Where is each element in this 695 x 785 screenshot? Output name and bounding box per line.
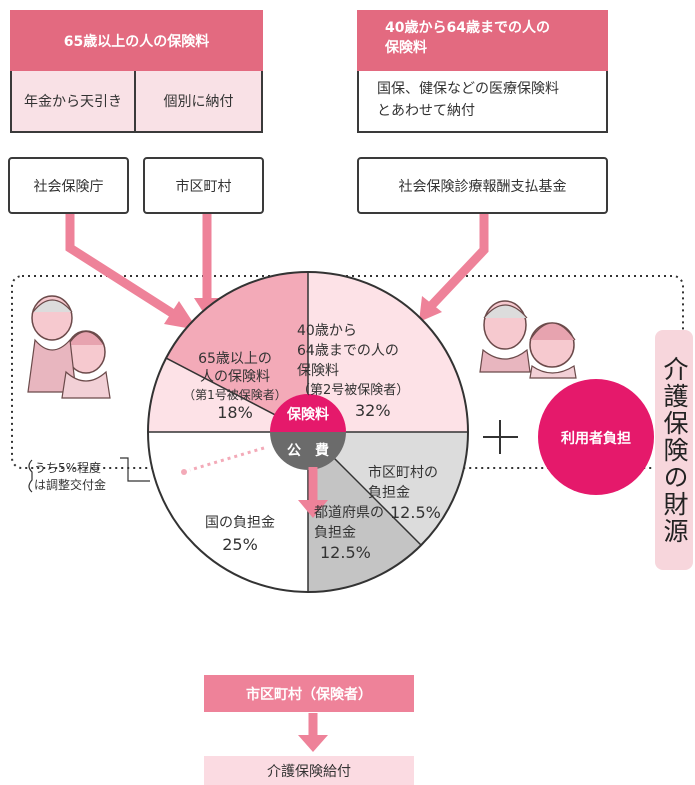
adjustment-pointer	[189, 446, 265, 472]
user-burden-label: 利用者負担	[561, 431, 631, 447]
center-top-label: 保険料	[287, 407, 329, 423]
pie-segment-type1-fill	[166, 272, 308, 432]
pension-deduction-cell: 年金から天引き	[10, 71, 136, 133]
pie-segment-type2	[308, 272, 468, 432]
insurer-box: 市区町村（保険者）	[204, 675, 414, 712]
working-age-header-line2: 保険料	[385, 40, 427, 56]
municipal-label: 市区町村の 負担金 12.5%	[368, 463, 468, 523]
adjustment-note-line1: うち5%程度	[34, 461, 102, 475]
national-pct: 25%	[222, 535, 258, 554]
elderly-couple-right-illustration	[479, 300, 577, 379]
social-insurance-agency-box: 社会保険庁	[8, 157, 129, 214]
senior-premium-header-text: 65歳以上の人の保険料	[63, 33, 210, 50]
note-bracket-left	[28, 459, 33, 493]
adjustment-note: うち5%程度 は調整交付金	[34, 460, 134, 494]
type2-label: 40歳から 64歳までの人の 保険料 （第2号被保険者） 32%	[297, 321, 447, 421]
senior-premium-header: 65歳以上の人の保険料	[10, 10, 263, 71]
municipality-box: 市区町村	[143, 157, 264, 214]
type1-line3: （第1号被保険者）	[183, 388, 287, 402]
pie-segment-national	[148, 432, 308, 592]
medical-insurance-line2: とあわせて納付	[377, 103, 475, 119]
adjustment-pointer-dot	[181, 469, 187, 475]
individual-payment-cell: 個別に納付	[134, 71, 263, 133]
benefit-box: 介護保険給付	[204, 756, 414, 785]
center-badge-top	[270, 394, 346, 432]
municipality-label: 市区町村	[175, 178, 232, 195]
prefecture-pct: 12.5%	[320, 543, 371, 562]
user-burden-circle	[538, 379, 654, 495]
arrow-to-benefit-head	[298, 735, 328, 752]
center-bottom-label: 公 費	[287, 443, 329, 459]
payment-fund-box: 社会保険診療報酬支払基金	[357, 157, 608, 214]
elderly-couple-left-illustration	[27, 295, 111, 399]
center-badge-bottom	[270, 432, 346, 470]
municipal-pct: 12.5%	[390, 503, 441, 522]
type1-line1: 65歳以上の	[198, 351, 272, 367]
arrow-from-fund-head	[419, 296, 442, 322]
national-label: 国の負担金 25%	[185, 512, 295, 556]
prefecture-line1: 都道府県の	[314, 505, 384, 521]
medical-insurance-line1: 国保、健保などの医療保険料	[377, 81, 559, 97]
funding-pie	[147, 271, 469, 593]
type1-pct: 18%	[217, 403, 253, 422]
type2-pct: 32%	[355, 401, 391, 420]
type2-line3: 保険料	[297, 363, 339, 379]
type2-line1: 40歳から	[297, 323, 357, 339]
national-line1: 国の負担金	[205, 515, 275, 531]
prefecture-line2: 負担金	[314, 525, 356, 541]
arrow-from-agency	[65, 214, 178, 319]
pie-segment-municipal	[308, 432, 468, 546]
pie-segment-prefecture	[308, 432, 422, 592]
municipal-line1: 市区町村の	[368, 465, 438, 481]
medical-insurance-box: 国保、健保などの医療保険料 とあわせて納付	[357, 71, 608, 133]
arrow-to-insurer-head	[298, 500, 328, 518]
arrow-from-agency-head	[164, 301, 198, 330]
type2-line4: （第2号被保険者）	[297, 383, 410, 398]
social-insurance-agency-label: 社会保険庁	[33, 178, 104, 195]
benefit-label: 介護保険給付	[267, 763, 351, 780]
municipal-line2: 負担金	[368, 485, 410, 501]
individual-payment-label: 個別に納付	[163, 94, 234, 110]
type1-label: 65歳以上の 人の保険料 （第1号被保険者） 18%	[170, 350, 300, 422]
prefecture-label: 都道府県の 負担金 12.5%	[314, 503, 414, 563]
working-age-premium-header: 40歳から64歳までの人の 保険料	[357, 10, 608, 73]
vertical-title: 介護保険の財源	[655, 330, 693, 570]
insurer-label: 市区町村（保険者）	[246, 686, 372, 703]
type2-line2: 64歳までの人の	[297, 343, 399, 359]
note-bracket-right	[120, 457, 150, 482]
payment-fund-label: 社会保険診療報酬支払基金	[398, 178, 567, 195]
working-age-header-line1: 40歳から64歳までの人の	[385, 20, 550, 36]
pension-deduction-label: 年金から天引き	[24, 94, 122, 110]
arrow-from-fund	[428, 214, 489, 309]
type1-line2: 人の保険料	[200, 369, 270, 385]
adjustment-note-line2: は調整交付金	[34, 478, 107, 492]
